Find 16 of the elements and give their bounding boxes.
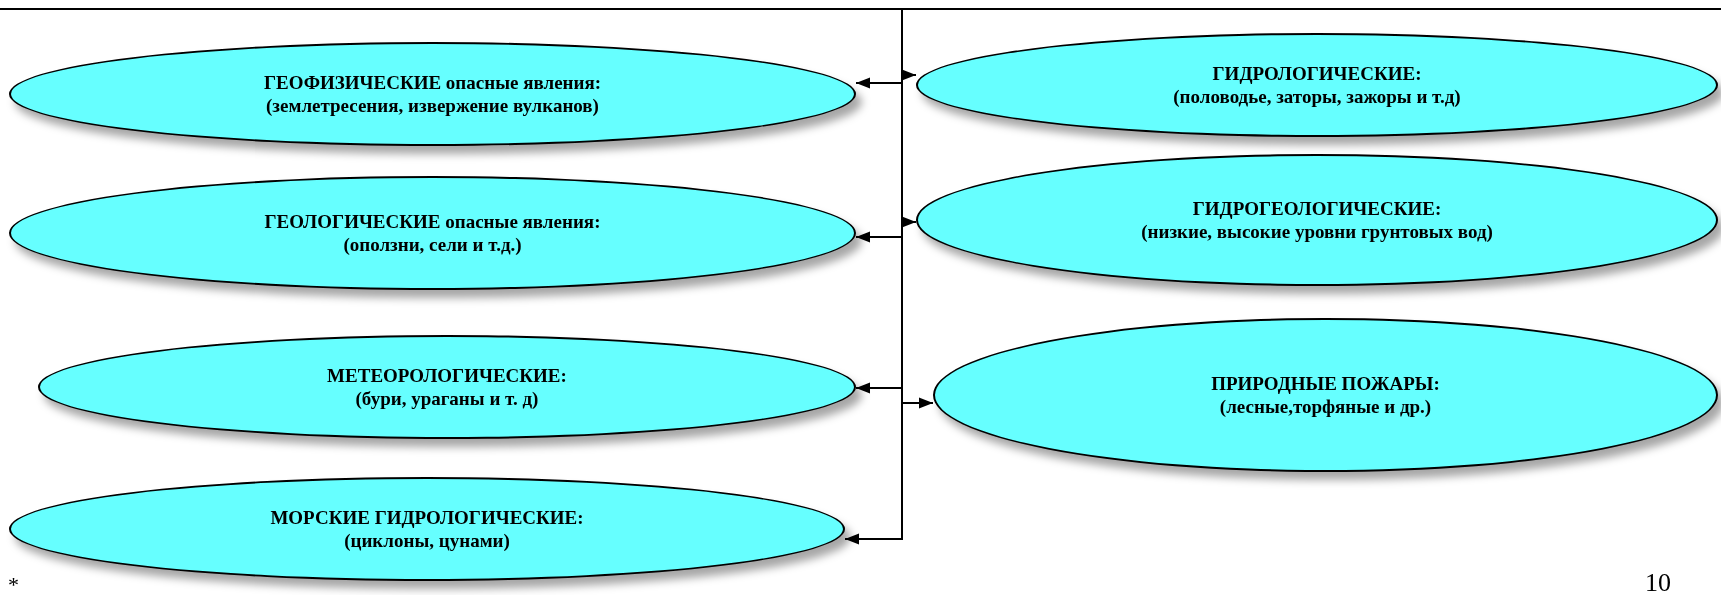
category-title: МЕТЕОРОЛОГИЧЕСКИЕ:	[327, 364, 567, 387]
category-examples: (циклоны, цунами)	[344, 529, 510, 552]
category-examples: (низкие, высокие уровни грунтовых вод)	[1141, 220, 1493, 243]
category-examples: (бури, ураганы и т. д)	[355, 387, 539, 410]
category-examples: (землетресения, извержение вулканов)	[266, 94, 599, 117]
category-title: ГЕОФИЗИЧЕСКИЕ опасные явления:	[263, 71, 602, 94]
category-title: ГИДРОЛОГИЧЕСКИЕ:	[1212, 62, 1422, 85]
category-title: ПРИРОДНЫЕ ПОЖАРЫ:	[1211, 372, 1440, 395]
category-title: ГЕОЛОГИЧЕСКИЕ опасные явления:	[264, 210, 601, 233]
category-examples: (оползни, сели и т.д.)	[343, 233, 522, 256]
category-title: МОРСКИЕ ГИДРОЛОГИЧЕСКИЕ:	[270, 506, 584, 529]
category-examples: (половодье, заторы, зажоры и т.д)	[1173, 85, 1461, 108]
category-title: ГИДРОГЕОЛОГИЧЕСКИЕ:	[1192, 197, 1442, 220]
category-examples: (лесные,торфяные и др.)	[1219, 395, 1432, 418]
page-number: 10	[1645, 570, 1671, 595]
footnote-mark: *	[8, 574, 19, 595]
